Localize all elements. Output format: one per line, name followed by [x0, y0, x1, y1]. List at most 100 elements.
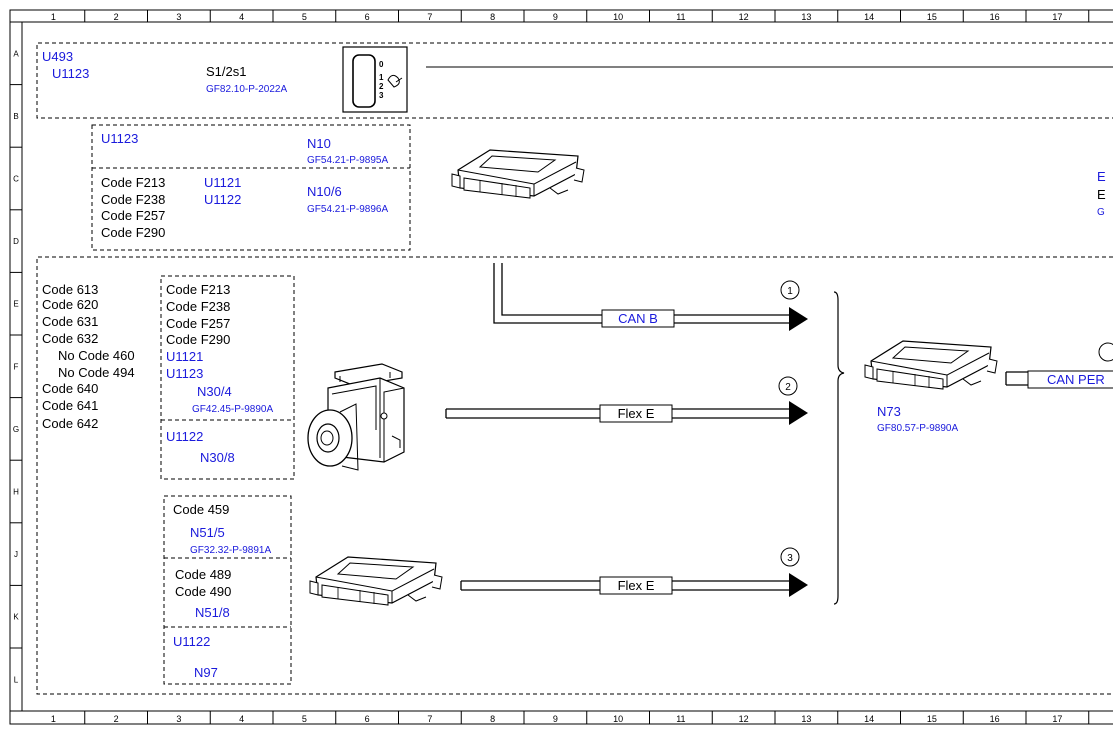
left-code: Code 631: [42, 314, 98, 329]
inner-box1-frame: [160, 275, 295, 480]
grid-col-label: 5: [302, 714, 307, 724]
grid-col-label: 9: [553, 714, 558, 724]
n51-5-label: N51/5: [190, 525, 225, 540]
n51-8-label: N51/8: [195, 605, 230, 620]
grid-col-label: 3: [176, 12, 181, 22]
grid-row-label: D: [13, 237, 19, 246]
grid-row-label: K: [13, 613, 19, 622]
box-b-code: Code F290: [101, 225, 165, 240]
connection-2-number: 2: [785, 382, 791, 393]
inner-box1-u1122: U1122: [166, 429, 203, 444]
box-b-u1121: U1121: [204, 175, 241, 190]
box-b-code: Code F238: [101, 192, 165, 207]
n51-5-ref: GF32.32-P-9891A: [190, 545, 271, 556]
grid-col-label: 15: [927, 714, 937, 724]
grid-col-label: 10: [613, 12, 623, 22]
box-b-code: Code F257: [101, 208, 165, 223]
grid-col-label: 6: [365, 714, 370, 724]
switch-ref: GF82.10-P-2022A: [206, 84, 287, 95]
connection-3: Flex E 3: [460, 547, 808, 597]
connection-1-label: CAN B: [618, 311, 658, 326]
svg-text:1: 1: [379, 73, 384, 82]
connection-2: Flex E 2: [445, 376, 808, 425]
n30-4-ref: GF42.45-P-9890A: [192, 404, 273, 415]
box-a-frame: [36, 42, 1113, 119]
can-per-label: CAN PER: [1047, 372, 1105, 387]
connection-1: CAN B 1: [493, 263, 808, 331]
grid-col-label: 1: [51, 714, 56, 724]
control-unit-icon: [864, 340, 998, 390]
left-code: Code 641: [42, 398, 98, 413]
inner-box2-u1122: U1122: [173, 634, 210, 649]
right-edge-e1: E: [1097, 169, 1106, 184]
svg-text:3: 3: [379, 91, 384, 100]
inner-box1-u1121: U1121: [166, 349, 203, 364]
left-code: Code 613: [42, 282, 98, 297]
grid-col-label: 4: [239, 12, 244, 22]
box-b-frame: [91, 124, 411, 251]
grid-col-label: 1: [51, 12, 56, 22]
connections-brace: [833, 291, 845, 605]
box-a-code-u493: U493: [42, 49, 73, 64]
grid-col-label: 9: [553, 12, 558, 22]
box-a-code-u1123: U1123: [52, 66, 89, 81]
grid-col-label: 14: [864, 714, 874, 724]
grid-row-label: J: [14, 550, 18, 559]
grid-col-label: 4: [239, 714, 244, 724]
box-b-u1122: U1122: [204, 192, 241, 207]
grid-row-label: C: [13, 175, 19, 184]
n10-6-ref: GF54.21-P-9896A: [307, 204, 388, 215]
grid-row-dividers: [10, 84, 22, 649]
code-459: Code 459: [173, 502, 229, 517]
connection-3-label: Flex E: [618, 578, 655, 593]
svg-text:2: 2: [379, 82, 384, 91]
left-code: No Code 494: [58, 365, 135, 380]
inner-box1-u1123: U1123: [166, 366, 203, 381]
grid-col-label: 16: [990, 12, 1000, 22]
grid-col-label: 12: [739, 12, 749, 22]
grid-col-label: 10: [613, 714, 623, 724]
n10-6-label: N10/6: [307, 184, 342, 199]
hydraulic-unit-icon: [307, 363, 405, 471]
grid-col-label: 7: [427, 12, 432, 22]
grid-col-label: 3: [176, 714, 181, 724]
control-unit-icon: [309, 556, 443, 606]
inner-box1-code: Code F238: [166, 299, 230, 314]
grid-col-label: 13: [801, 714, 811, 724]
box-b-code: Code F213: [101, 175, 165, 190]
inner-box1-code: Code F290: [166, 332, 230, 347]
connection-3-number: 3: [787, 553, 793, 564]
left-code: Code 640: [42, 381, 98, 396]
inner-box1-code: Code F213: [166, 282, 230, 297]
grid-col-label: 17: [1052, 714, 1062, 724]
left-code: Code 642: [42, 416, 98, 431]
code-490: Code 490: [175, 584, 231, 599]
control-unit-icon: [451, 149, 585, 199]
grid-col-label: 6: [365, 12, 370, 22]
left-code: No Code 460: [58, 348, 135, 363]
switch-label: S1/2s1: [206, 64, 246, 79]
grid-col-label: 5: [302, 12, 307, 22]
grid-row-label: E: [13, 300, 18, 309]
grid-row-label: A: [13, 49, 19, 58]
grid-col-label: 2: [114, 714, 119, 724]
n30-4-label: N30/4: [197, 384, 232, 399]
grid-column-dividers: [84, 10, 1090, 724]
right-edge-e2: E: [1097, 187, 1106, 202]
grid-col-label: 11: [676, 714, 685, 724]
grid-row-label: B: [13, 112, 18, 121]
grid-col-label: 8: [490, 12, 495, 22]
grid-col-label: 14: [864, 12, 874, 22]
box-main-frame: [36, 256, 1113, 695]
n73-label: N73: [877, 404, 901, 419]
grid-row-label: H: [13, 488, 19, 497]
grid-col-label: 11: [676, 12, 685, 22]
left-code: Code 620: [42, 297, 98, 312]
inner-box1-code: Code F257: [166, 316, 230, 331]
grid-col-label: 12: [739, 714, 749, 724]
box-b-u1123: U1123: [101, 131, 138, 146]
